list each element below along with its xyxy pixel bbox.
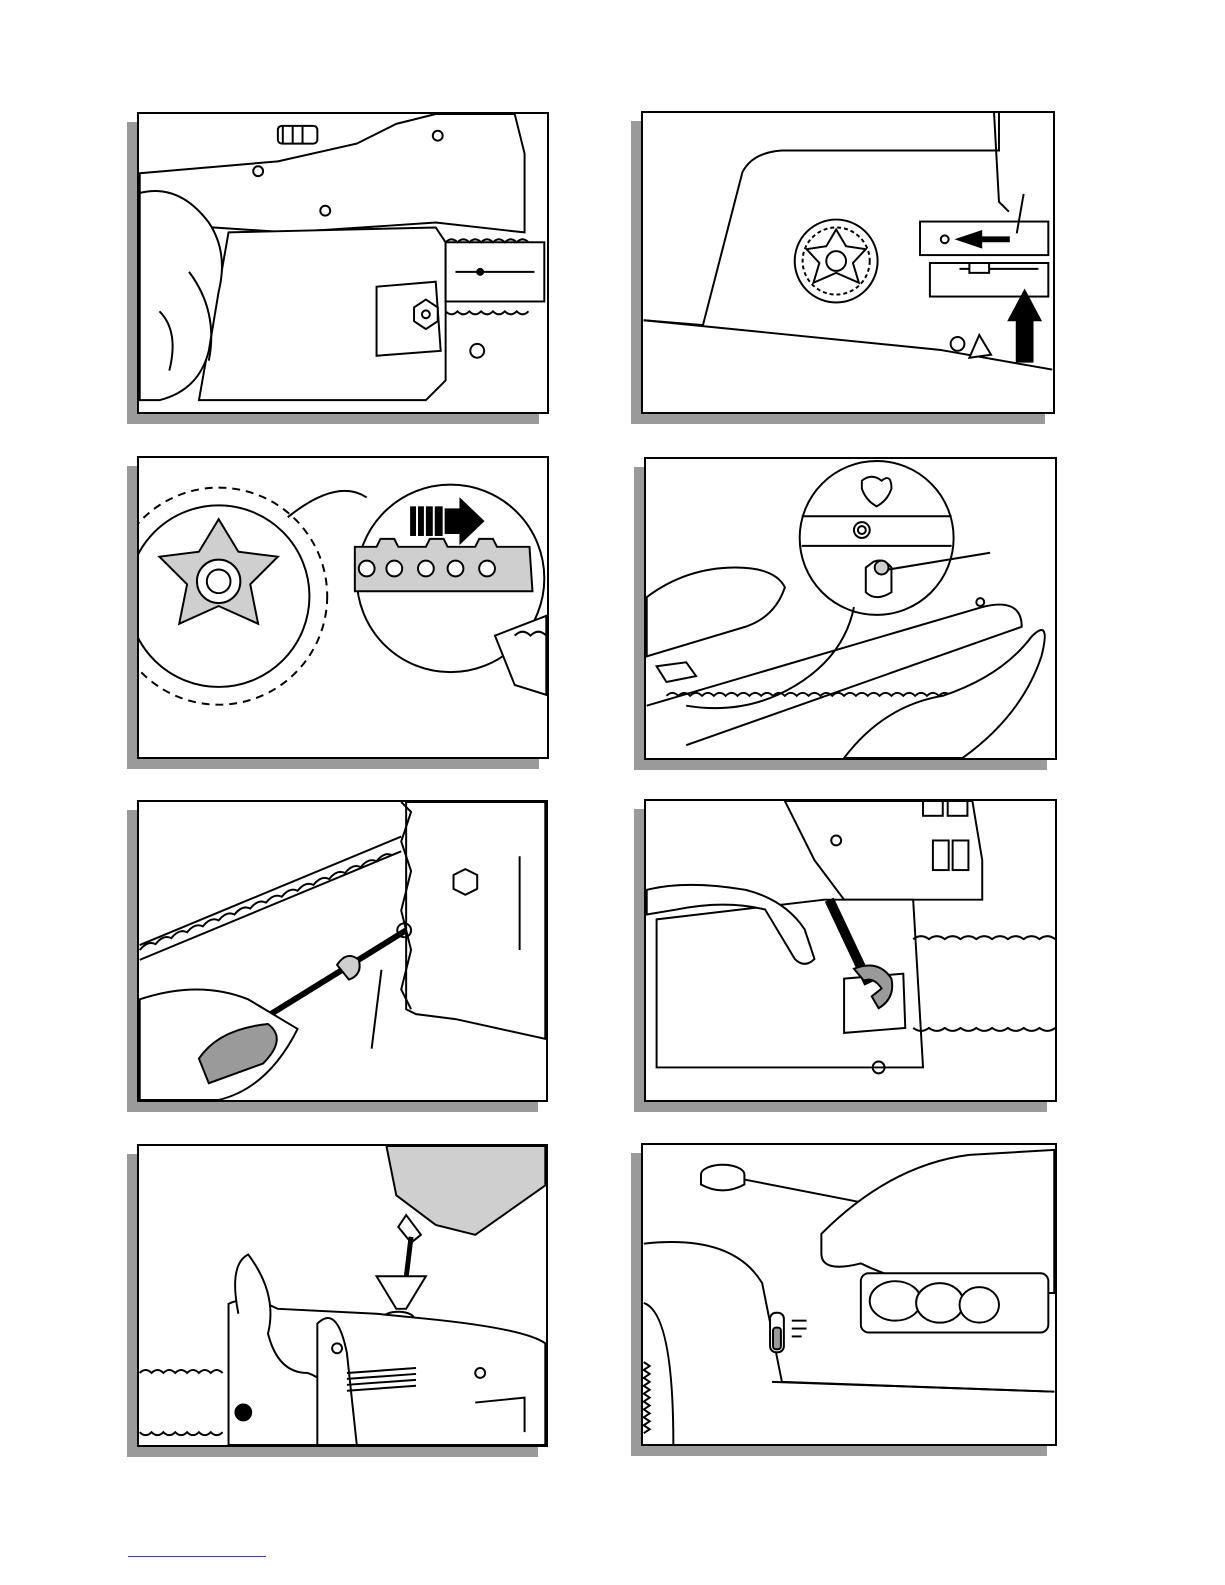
figure-2-illustration	[643, 113, 1053, 412]
figure-5-illustration	[139, 802, 546, 1100]
figure-3-illustration	[139, 458, 547, 757]
figure-8-panel	[641, 1143, 1057, 1446]
figure-7-illustration	[139, 1146, 546, 1445]
figure-4-panel	[644, 457, 1057, 760]
figure-8-illustration	[643, 1145, 1055, 1444]
figure-6-illustration	[646, 801, 1055, 1100]
figure-6-panel	[644, 799, 1057, 1102]
figure-7-panel	[137, 1144, 548, 1447]
footer-rule	[128, 1556, 266, 1557]
figure-1-panel	[137, 112, 549, 414]
figure-5-panel	[137, 800, 548, 1102]
figure-1-illustration	[139, 114, 547, 412]
figure-4-illustration	[646, 459, 1055, 758]
figure-2-panel	[641, 111, 1055, 414]
figure-3-panel	[137, 456, 549, 759]
